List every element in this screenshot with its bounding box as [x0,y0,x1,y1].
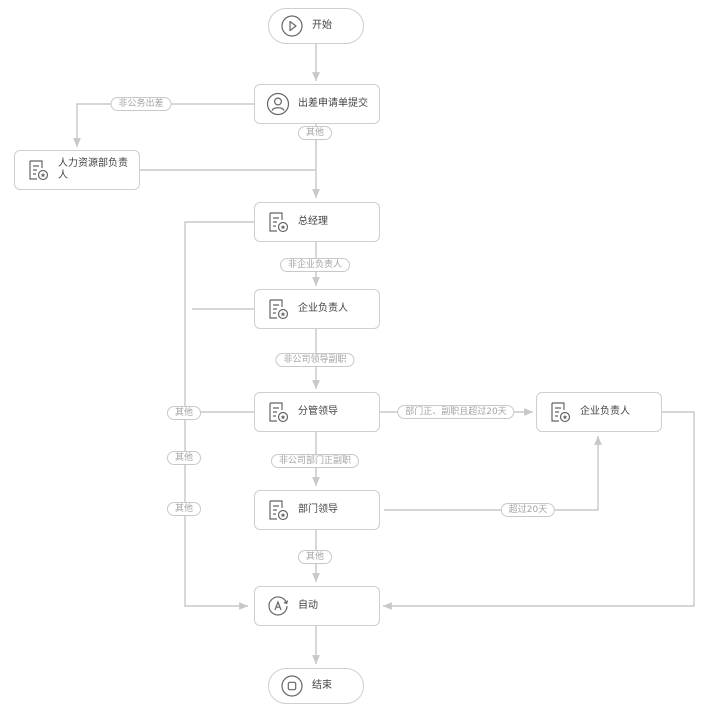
condition-label[interactable]: 非公司领导副职 [275,353,355,367]
auto-icon [268,596,289,616]
condition-label[interactable]: 其他 [166,406,202,420]
condition-label[interactable]: 非公司部门正副职 [270,454,360,468]
node-label: 企业负责人 [580,406,630,417]
connector-submit-hr [73,103,254,147]
submit-node[interactable]: 出差申请单提交 [254,84,380,124]
condition-label[interactable]: 非企业负责人 [279,258,351,272]
node-label: 出差申请单提交 [298,98,368,109]
node-label: 自动 [298,600,318,611]
approval-form-icon [269,212,289,233]
approval-form-icon [551,402,571,423]
condition-label[interactable]: 非公务出差 [110,97,172,111]
approval-form-icon [269,402,289,423]
approval-form-icon [269,500,289,521]
end-node[interactable]: 结束 [268,668,364,704]
condition-label[interactable]: 其他 [166,502,202,516]
approval-form-icon [269,299,289,320]
hr-head-node[interactable]: 人力资源部负责人 [14,150,140,190]
node-label: 开始 [312,20,332,31]
enterprise-head-node-2[interactable]: 企业负责人 [536,392,662,432]
node-label: 人力资源部负责人 [58,158,128,181]
division-leader-node[interactable]: 分管领导 [254,392,380,432]
enterprise-head-node[interactable]: 企业负责人 [254,289,380,329]
stop-icon [281,675,303,697]
dept-leader-node[interactable]: 部门领导 [254,490,380,530]
play-icon [281,15,303,37]
node-label: 企业负责人 [298,303,348,314]
condition-label[interactable]: 超过20天 [500,503,556,517]
user-icon [266,92,290,116]
condition-label[interactable]: 部门正、副职且超过20天 [397,405,515,419]
condition-label[interactable]: 其他 [166,451,202,465]
condition-label[interactable]: 其他 [297,126,333,140]
node-label: 总经理 [298,216,328,227]
connector-dept-ent2 [384,436,602,511]
auto-node[interactable]: 自动 [254,586,380,626]
approval-form-icon [29,160,49,181]
node-label: 结束 [312,680,332,691]
node-label: 部门领导 [298,504,338,515]
start-node[interactable]: 开始 [268,8,364,44]
condition-label[interactable]: 其他 [297,550,333,564]
connector-ent2-auto [383,411,695,610]
node-label: 分管领导 [298,406,338,417]
gm-node[interactable]: 总经理 [254,202,380,242]
